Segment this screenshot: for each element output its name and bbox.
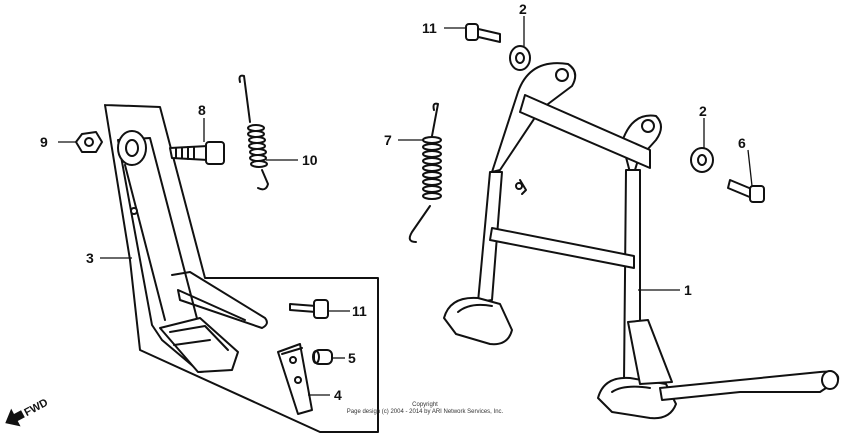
bolt-right-icon [727, 179, 765, 203]
collar-icon [312, 349, 333, 365]
nut-icon [75, 131, 103, 153]
forward-arrow-icon [5, 408, 25, 427]
callout-2b: 2 [699, 103, 707, 119]
side-stand-spring-icon [238, 74, 269, 191]
callout-4: 4 [334, 387, 342, 403]
callout-7: 9 [40, 134, 48, 150]
leader-lines [58, 16, 753, 396]
main-stand-spring-icon [408, 102, 442, 243]
callout-2a: 2 [519, 1, 527, 17]
callout-10: 11 [352, 303, 367, 319]
callout-11b: 6 [738, 135, 746, 151]
callout-6: 8 [198, 102, 206, 118]
copyright-notice: Copyright Page design (c) 2004 - 2014 by… [347, 402, 504, 415]
bolt-top-icon [465, 23, 501, 43]
callout-8: 7 [384, 132, 392, 148]
callout-3: 3 [86, 250, 94, 266]
callout-11a: 11 [422, 20, 437, 36]
main-stand-frame [443, 62, 840, 420]
forward-direction-indicator: FWD [5, 397, 50, 427]
group-boundary [104, 104, 379, 433]
collar-right-icon [690, 147, 714, 173]
main-stand-group [408, 23, 840, 420]
side-stand-group [75, 74, 379, 433]
rubber-stopper-icon [277, 343, 313, 415]
copyright-line-1: Copyright [412, 402, 438, 408]
bolt-icon [289, 299, 329, 319]
callout-9: 10 [302, 152, 318, 168]
pivot-bolt-icon [169, 141, 225, 165]
side-stand-arm [117, 130, 239, 373]
forward-label: FWD [22, 397, 50, 419]
callout-labels: 9 8 10 3 11 5 4 7 11 2 2 6 1 [40, 1, 746, 403]
callout-5: 5 [348, 350, 356, 366]
copyright-line-2: Page design (c) 2004 - 2014 by ARI Netwo… [347, 409, 504, 415]
spring-hook-wire [171, 271, 268, 329]
callout-1: 1 [684, 282, 692, 298]
collar-top-icon [509, 45, 531, 71]
